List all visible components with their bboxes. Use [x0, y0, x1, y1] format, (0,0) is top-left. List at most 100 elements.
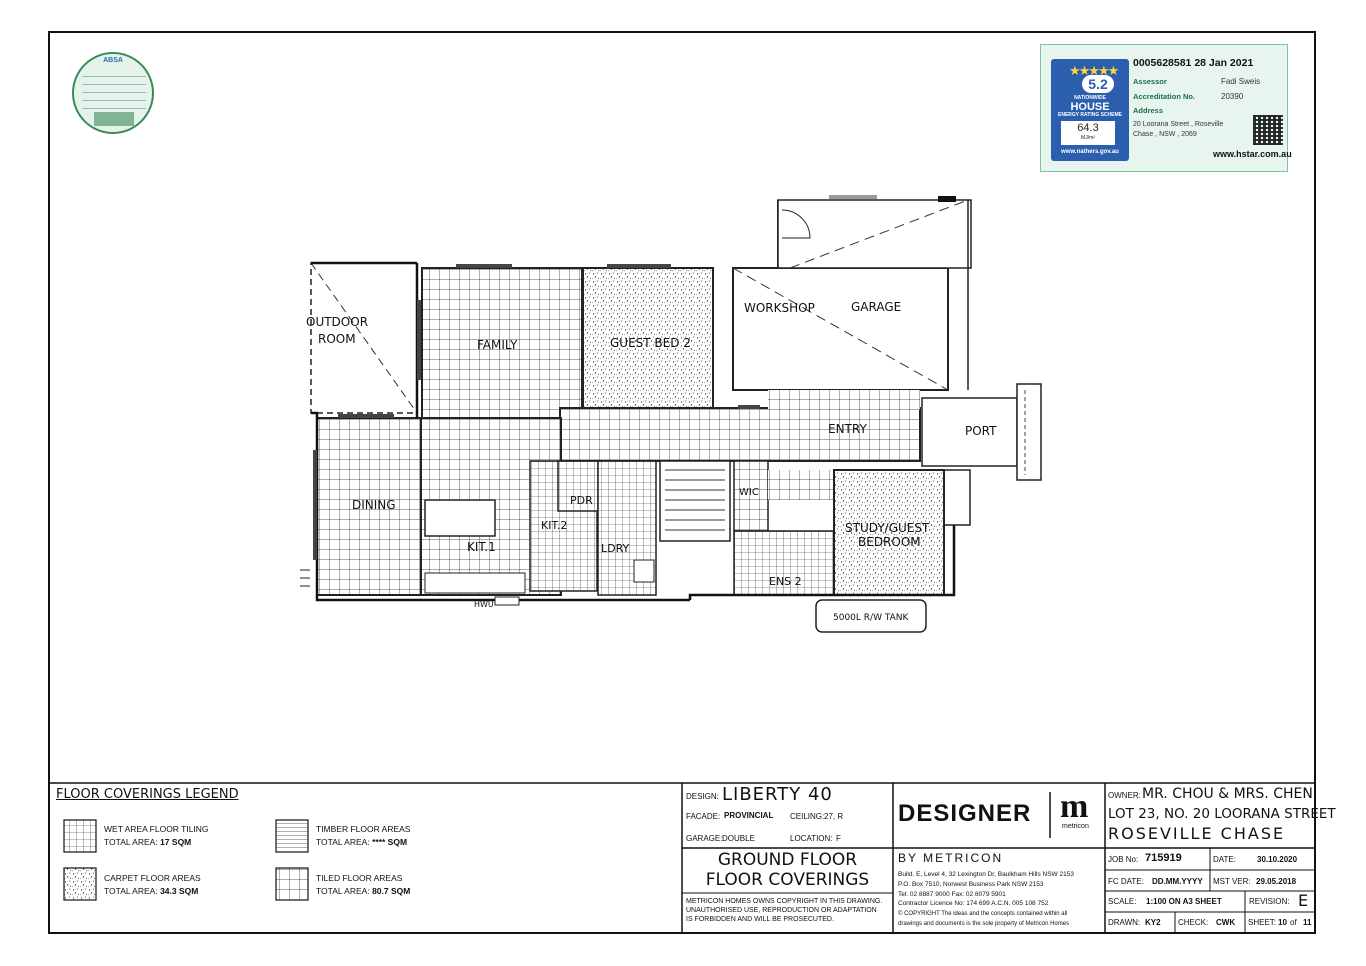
mst-value: 29.05.2018: [1256, 877, 1297, 886]
window: [456, 264, 512, 268]
window: [829, 195, 877, 199]
legend-item-wet: WET AREA FLOOR TILING: [104, 824, 209, 834]
revision-value: E: [1298, 891, 1309, 910]
ceiling-label: CEILING:: [790, 812, 825, 821]
window: [417, 300, 421, 380]
window: [313, 450, 317, 560]
legend-item-tiled: TILED FLOOR AREAS: [316, 873, 403, 883]
site-url: www.hstar.com.au: [1213, 149, 1292, 159]
facade-label: FACADE:: [686, 812, 721, 821]
revision-label: REVISION:: [1249, 897, 1290, 906]
metricon-m-icon: m: [1060, 788, 1089, 825]
assessor-label: Assessor: [1133, 77, 1167, 86]
room-label-kit1: KIT.1: [467, 540, 496, 554]
rainwater-tank: [815, 599, 927, 633]
mst-label: MST VER:: [1213, 877, 1251, 886]
scale-value: 1:100 ON A3 SHEET: [1146, 897, 1222, 906]
legend-item-wet-area: TOTAL AREA: 17 SQM: [104, 837, 192, 847]
company-address-6: drawings and documents is the sole prope…: [898, 921, 1070, 927]
company-address-5: © COPYRIGHT The ideas and the concepts c…: [898, 911, 1068, 917]
drawn-label: DRAWN:: [1108, 918, 1141, 927]
ceiling-value: 27, R: [824, 812, 844, 821]
location-value: F: [836, 834, 841, 843]
room-label-study-2: BEDROOM: [858, 535, 921, 549]
company-address-3: Tel: 02 8887 9000 Fax: 02 8079 5901: [898, 891, 1006, 898]
legend-title: FLOOR COVERINGS LEGEND: [56, 787, 239, 802]
brand-logo: DESIGNER: [898, 800, 1032, 827]
copyright-1: METRICON HOMES OWNS COPYRIGHT IN THIS DR…: [686, 898, 883, 905]
kitchen-island: [424, 499, 496, 537]
garage-label: GARAGE:: [686, 834, 723, 843]
drawing-title-1: GROUND FLOOR: [717, 850, 858, 870]
fc-date-label: FC DATE:: [1108, 877, 1144, 886]
star-rating: 5.2: [1082, 75, 1114, 93]
accreditation-value: 20390: [1221, 92, 1244, 101]
garage-value: DOUBLE: [722, 834, 755, 843]
copyright-3: IS FORBIDDEN AND WILL BE PROSECUTED.: [686, 916, 834, 923]
hwu-label: HWU: [474, 600, 494, 609]
study-floor: [833, 469, 945, 596]
by-metricon: BY METRICON: [898, 851, 1004, 865]
room-label-guest-bed: GUEST BED 2: [610, 336, 691, 350]
design-name: LIBERTY 40: [722, 784, 833, 805]
room-label-wic: WIC: [739, 487, 759, 498]
room-label-pdr: PDR: [570, 494, 593, 507]
address-label: Address: [1133, 106, 1164, 115]
sheet-of: of: [1290, 918, 1297, 927]
company-address-4: Contractor Licence No: 174 699 A.C.N. 00…: [898, 900, 1049, 907]
date-value: 30.10.2020: [1257, 855, 1298, 864]
porch: [921, 383, 1042, 481]
assessor-value: Fadi Sweis: [1221, 77, 1261, 86]
room-label-dining: DINING: [352, 498, 396, 512]
legend-item-timber-area: TOTAL AREA: **** SQM: [316, 837, 408, 847]
room-label-port: PORT: [965, 424, 997, 438]
suburb: ROSEVILLE CHASE: [1108, 824, 1286, 843]
family-floor: [421, 267, 583, 419]
legend-swatch-tiled: [275, 867, 309, 901]
sheet-number: 10: [1278, 918, 1287, 927]
hot-water-unit: [494, 596, 520, 606]
drawing-sheet: [48, 31, 1316, 934]
room-label-workshop: WORKSHOP: [744, 301, 815, 315]
ensuite-floor: [733, 530, 835, 596]
scale-label: SCALE:: [1108, 897, 1137, 906]
legend-item-tiled-area: TOTAL AREA: 80.7 SQM: [316, 886, 411, 896]
job-number: 715919: [1145, 852, 1182, 864]
room-label-outdoor-2: ROOM: [318, 332, 356, 346]
check-label: CHECK:: [1178, 918, 1209, 927]
dining-floor: [316, 417, 422, 596]
scheme-url: www.nathers.gov.au: [1061, 149, 1119, 155]
badge-title: NATIONWIDE HOUSE ENERGY RATING SCHEME: [1058, 95, 1122, 118]
window: [738, 405, 760, 409]
legend-item-carpet-area: TOTAL AREA: 34.3 SQM: [104, 886, 199, 896]
garage: [732, 196, 972, 391]
guest-bed-floor: [582, 267, 714, 409]
date-label: DATE:: [1213, 855, 1236, 864]
laundry-tub-icon: [633, 559, 655, 583]
certificate-number: 0005628581 28 Jan 2021: [1133, 57, 1254, 69]
lot-address: LOT 23, NO. 20 LOORANA STREET: [1108, 806, 1336, 822]
check-value: CWK: [1216, 918, 1236, 927]
facade-value: PROVINCIAL: [724, 811, 774, 820]
legend-item-carpet: CARPET FLOOR AREAS: [104, 873, 201, 883]
room-label-garage: GARAGE: [851, 300, 901, 314]
drawing-title-2: FLOOR COVERINGS: [705, 870, 870, 890]
accreditation-label: Accreditation No.: [1133, 92, 1196, 101]
window: [607, 264, 671, 268]
absa-logo: ABSA: [103, 57, 123, 64]
star-icon: ★★★★★: [1069, 63, 1119, 78]
design-label: DESIGN:: [686, 792, 719, 801]
drawn-value: KY2: [1145, 918, 1161, 927]
legend-swatch-timber: [275, 819, 309, 853]
legend-swatch-wet: [63, 819, 97, 853]
copyright-2: UNAUTHORISED USE, REPRODUCTION OR ADAPTA…: [686, 907, 877, 914]
room-label-study: STUDY/GUEST: [845, 521, 930, 535]
address-line-2: Chase , NSW , 2069: [1133, 131, 1197, 138]
room-label-entry: ENTRY: [828, 422, 867, 436]
legend-item-timber: TIMBER FLOOR AREAS: [316, 824, 411, 834]
stairs: [659, 460, 731, 542]
absa-stamp: ABSA: [72, 52, 154, 134]
room-label-kit2: KIT.2: [541, 519, 567, 532]
